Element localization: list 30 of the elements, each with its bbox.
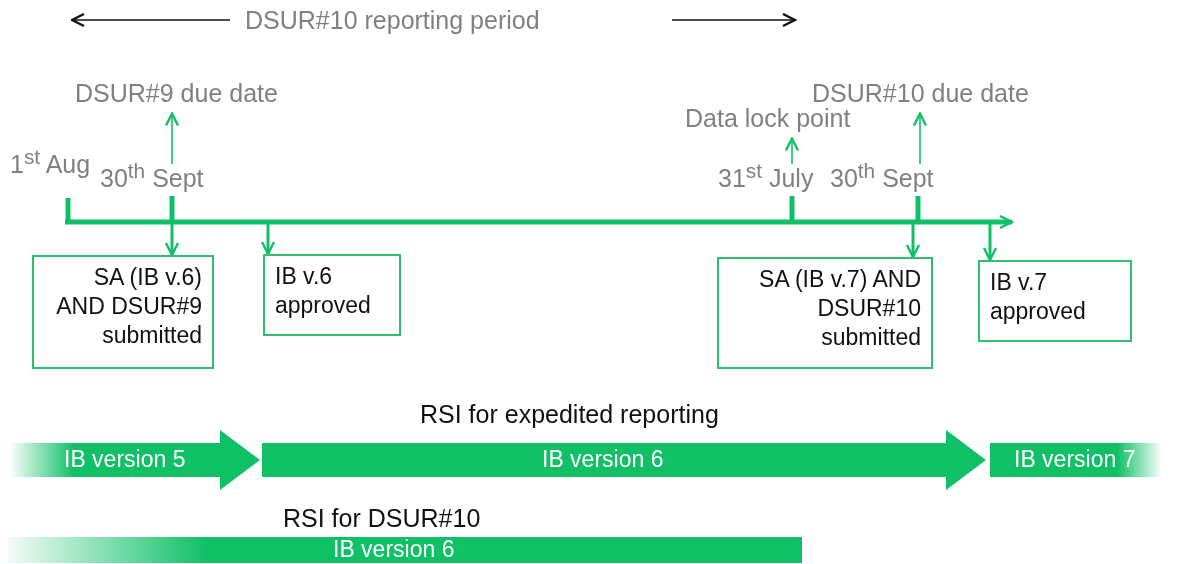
date-label: 31$^{st}$ July [718, 160, 814, 193]
due-date-label: DSUR#10 due date [812, 80, 1029, 108]
note-box: IB v.6 approved [263, 254, 401, 336]
arrow [164, 224, 180, 257]
arrow [905, 224, 921, 259]
band-label: IB version 6 [542, 446, 664, 473]
version-period-band [12, 430, 260, 490]
rsi-label: RSI for DSUR#10 [283, 504, 481, 533]
note-box: IB v.7 approved [978, 260, 1132, 342]
arrow [260, 224, 276, 256]
band-label: IB version 6 [333, 536, 455, 563]
date-label: 1$^{st}$ Aug [10, 145, 91, 180]
version-period-band [262, 430, 986, 490]
arrow [164, 112, 180, 165]
rsi-label: RSI for expedited reporting [420, 400, 719, 429]
band-label: IB version 5 [64, 446, 186, 473]
due-date-label: DSUR#9 due date [75, 80, 278, 108]
timeline-axis [65, 196, 1014, 230]
milestone-label: Data lock point [685, 105, 851, 133]
note-box: SA (IB v.7) AND DSUR#10 submitted [717, 257, 933, 369]
version-bar [990, 443, 1160, 477]
note-box: SA (IB v.6) AND DSUR#9 submitted [32, 255, 214, 369]
period-title: DSUR#10 reporting period [245, 6, 540, 35]
arrow [912, 112, 928, 165]
version-bar [8, 537, 802, 563]
arrow [982, 224, 998, 262]
band-label: IB version 7 [1014, 446, 1136, 473]
arrow [784, 137, 800, 165]
date-label: 30$^{th}$ Sept [830, 160, 934, 193]
date-label: 30$^{th}$ Sept [100, 160, 204, 193]
